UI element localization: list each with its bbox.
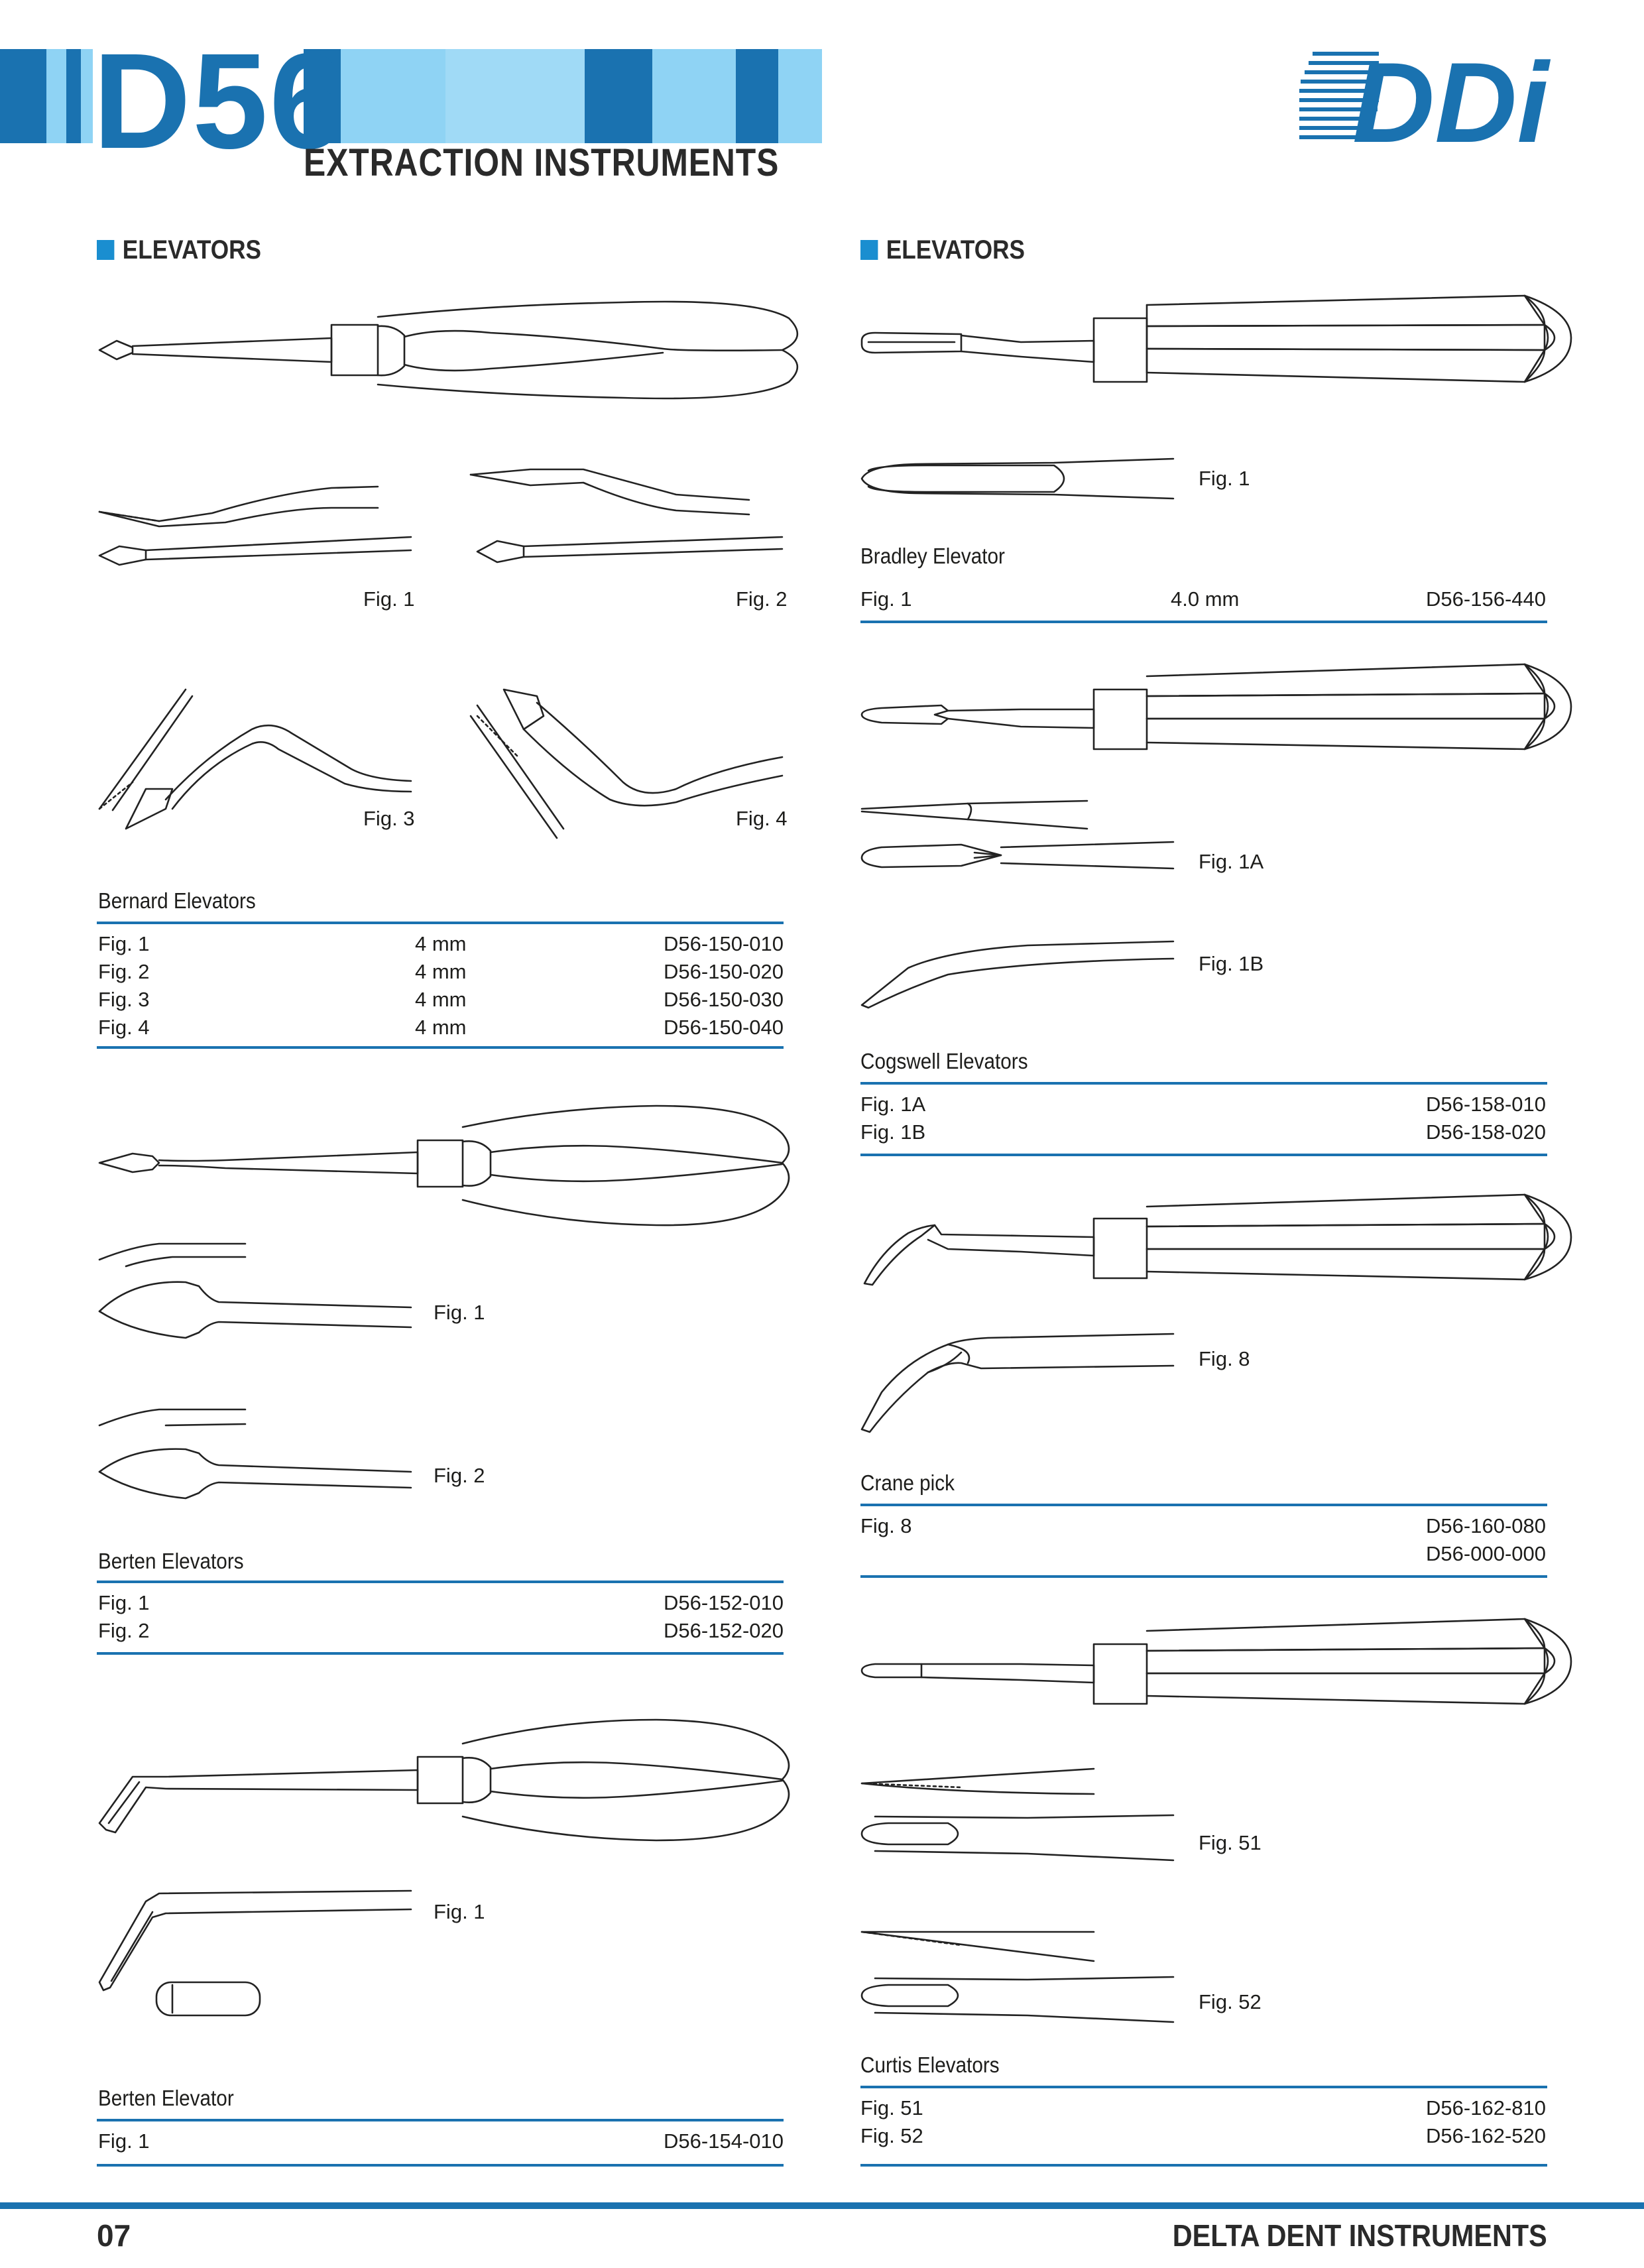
page-number: 07: [97, 2218, 131, 2253]
table-rule-bottom: [860, 621, 1547, 623]
table-rule-bottom: [97, 1046, 784, 1049]
fig-label: Fig. 1: [363, 587, 415, 611]
page-title: EXTRACTION INSTRUMENTS: [304, 141, 780, 184]
footer-brand: DELTA DENT INSTRUMENTS: [1172, 2218, 1547, 2253]
table-rule-top: [860, 2086, 1547, 2088]
bradley-elevator-illustration: [860, 294, 1572, 383]
table-row: Fig. 3 4 mm D56-150-030: [98, 988, 784, 1011]
product-name: Crane pick: [860, 1470, 955, 1495]
bernard-tip-fig1-fig2: [98, 468, 784, 566]
curtis-tip-fig51: [860, 1767, 1175, 1862]
table-rule-bottom: [860, 1154, 1547, 1156]
fig-label: Fig. 1: [434, 1900, 485, 1923]
section-title-left: ELEVATORS: [97, 235, 261, 265]
product-name: Bradley Elevator: [860, 544, 1005, 568]
cogswell-tip-fig1b: [860, 940, 1175, 1009]
fig-label: Fig. 1B: [1199, 952, 1264, 975]
table-row: Fig. 4 4 mm D56-150-040: [98, 1016, 784, 1039]
logo-text: DDi: [1352, 49, 1551, 146]
table-rule-top: [97, 922, 784, 924]
fig-label: Fig. 1: [434, 1301, 485, 1324]
table-row: Fig. 51 D56-162-810: [860, 2096, 1546, 2119]
square-bullet-icon: [860, 240, 878, 260]
bradley-tip-fig1: [860, 457, 1175, 500]
product-name: Berten Elevator: [98, 2086, 234, 2110]
fig-label: Fig. 51: [1199, 1831, 1262, 1854]
table-row: Fig. 1A D56-158-010: [860, 1093, 1546, 1116]
table-row: Fig. 1 D56-154-010: [98, 2129, 784, 2153]
fig-label: Fig. 4: [736, 807, 788, 830]
table-row: Fig. 1B D56-158-020: [860, 1120, 1546, 1144]
berten-single-elevator-illustration: [98, 1718, 790, 1842]
table-rule-bottom: [860, 1575, 1547, 1578]
table-row: Fig. 1 4.0 mm D56-156-440: [860, 587, 1546, 611]
table-rule-bottom: [97, 1652, 784, 1655]
berten-tip-fig1-fig2: [98, 1242, 412, 1500]
fig-label: Fig. 2: [736, 587, 788, 611]
fig-label: Fig. 2: [434, 1464, 485, 1487]
crane-pick-tip-fig8: [860, 1333, 1175, 1433]
table-row: Fig. 8 D56-160-080: [860, 1514, 1546, 1537]
square-bullet-icon: [97, 240, 115, 260]
berten-elevator-illustration: [98, 1104, 790, 1226]
table-rule-bottom: [860, 2164, 1547, 2167]
table-rule-top: [860, 1504, 1547, 1506]
table-rule-top: [97, 1581, 784, 1583]
fig-label: Fig. 52: [1199, 1990, 1262, 2013]
fig-label: Fig. 1A: [1199, 850, 1264, 873]
table-row: Fig. 2 D56-152-020: [98, 1619, 784, 1642]
table-rule-top: [860, 1082, 1547, 1085]
fig-label: Fig. 1: [1199, 467, 1250, 490]
table-row: D56-000-000: [1426, 1542, 1546, 1565]
product-name: Bernard Elevators: [98, 888, 256, 913]
curtis-elevator-illustration: [860, 1618, 1572, 1705]
bernard-elevator-illustration: [98, 300, 799, 400]
catalog-code: D56: [93, 25, 347, 177]
berten-single-tip-fig1: [98, 1889, 412, 2017]
ddi-logo: DDi: [1299, 49, 1551, 146]
bernard-tip-fig3-fig4: [98, 688, 784, 839]
table-rule-top: [97, 2119, 784, 2121]
footer-bar: [0, 2202, 1644, 2209]
fig-label: Fig. 3: [363, 807, 415, 830]
table-row: Fig. 1 4 mm D56-150-010: [98, 932, 784, 955]
crane-pick-illustration: [863, 1193, 1572, 1286]
cogswell-elevator-illustration: [860, 663, 1572, 750]
cogswell-tip-fig1a: [860, 800, 1175, 870]
table-row: Fig. 2 4 mm D56-150-020: [98, 960, 784, 983]
product-name: Cogswell Elevators: [860, 1049, 1028, 1073]
fig-label: Fig. 8: [1199, 1347, 1250, 1370]
product-name: Curtis Elevators: [860, 2053, 1000, 2077]
table-row: Fig. 52 D56-162-520: [860, 2124, 1546, 2147]
section-title-right: ELEVATORS: [860, 235, 1025, 265]
curtis-tip-fig52: [860, 1931, 1175, 2023]
product-name: Berten Elevators: [98, 1549, 244, 1573]
table-rule-bottom: [97, 2164, 784, 2167]
table-row: Fig. 1 D56-152-010: [98, 1591, 784, 1614]
